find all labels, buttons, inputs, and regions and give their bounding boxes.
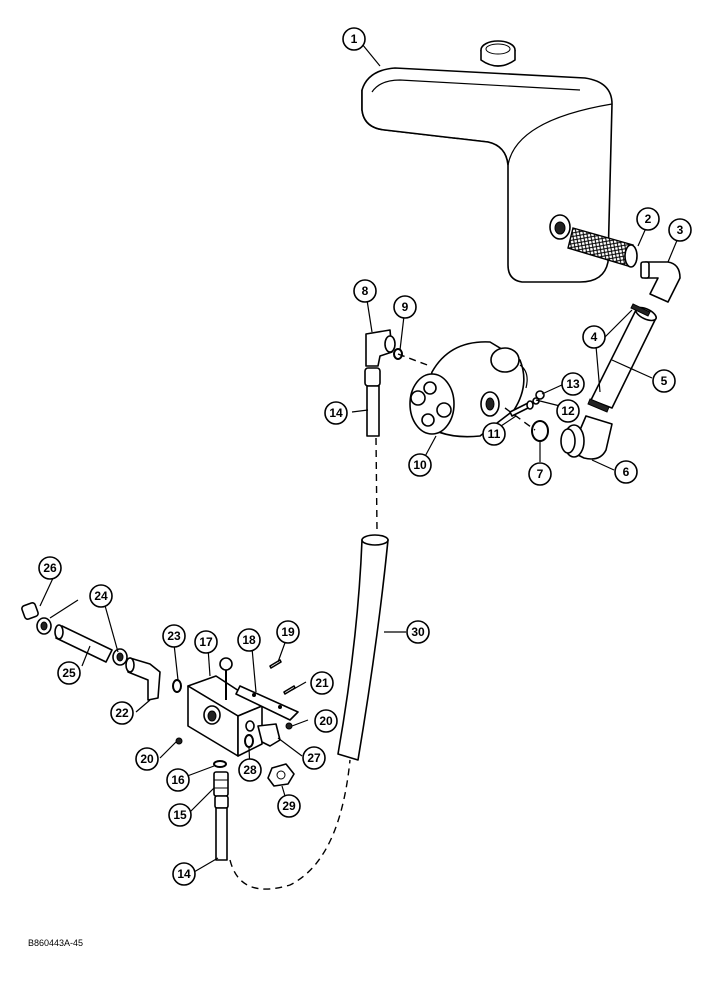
callout-26: 26 (38, 556, 62, 580)
svg-text:18: 18 (242, 633, 256, 647)
callout-27: 27 (302, 746, 326, 770)
hydraulic-pump (409, 341, 528, 438)
svg-text:19: 19 (281, 625, 295, 639)
control-valve-block (187, 657, 263, 757)
callout-14-lower: 14 (172, 862, 196, 886)
svg-text:29: 29 (282, 799, 296, 813)
svg-text:23: 23 (167, 629, 181, 643)
callout-2: 2 (636, 207, 660, 231)
callout-13: 13 (561, 372, 585, 396)
callout-3: 3 (668, 218, 692, 242)
svg-text:9: 9 (402, 300, 409, 314)
drawing-id: B860443A-45 (28, 938, 84, 948)
svg-text:15: 15 (173, 808, 187, 822)
suction-hose (587, 303, 657, 413)
hydraulic-tank (361, 40, 613, 283)
svg-text:21: 21 (315, 676, 329, 690)
callout-11: 11 (482, 422, 506, 446)
svg-text:20: 20 (319, 714, 333, 728)
pump-outlet-elbow (365, 329, 403, 367)
callout-5: 5 (652, 369, 676, 393)
callout-1: 1 (342, 27, 366, 51)
svg-text:7: 7 (537, 467, 544, 481)
callout-10: 10 (408, 453, 432, 477)
return-hose (337, 534, 389, 761)
callout-7: 7 (528, 462, 552, 486)
svg-text:20: 20 (140, 752, 154, 766)
svg-text:12: 12 (561, 404, 575, 418)
svg-text:17: 17 (199, 635, 213, 649)
suction-strainer (567, 227, 638, 268)
callout-12: 12 (556, 399, 580, 423)
fittings-left (21, 602, 295, 861)
callout-14-upper: 14 (324, 401, 348, 425)
svg-text:10: 10 (413, 458, 427, 472)
svg-text:2: 2 (645, 212, 652, 226)
pump-mounting-hardware (509, 390, 545, 417)
svg-text:1: 1 (351, 32, 358, 46)
callout-21: 21 (310, 671, 334, 695)
callout-6: 6 (614, 460, 638, 484)
callout-8: 8 (353, 279, 377, 303)
svg-text:24: 24 (94, 589, 108, 603)
svg-text:11: 11 (488, 427, 501, 441)
callout-29: 29 (277, 794, 301, 818)
o-ring (393, 348, 403, 360)
callout-9: 9 (393, 295, 417, 319)
callout-20-left: 20 (135, 747, 159, 771)
svg-text:30: 30 (411, 625, 425, 639)
callout-23: 23 (162, 624, 186, 648)
svg-text:14: 14 (177, 867, 191, 881)
svg-text:27: 27 (307, 751, 321, 765)
callout-19: 19 (276, 620, 300, 644)
callout-28: 28 (238, 758, 262, 782)
svg-text:6: 6 (623, 465, 630, 479)
svg-text:16: 16 (171, 773, 185, 787)
callout-20-right: 20 (314, 709, 338, 733)
callout-4: 4 (582, 325, 606, 349)
callout-25: 25 (57, 661, 81, 685)
svg-text:4: 4 (591, 330, 598, 344)
svg-text:26: 26 (43, 561, 57, 575)
callout-17: 17 (194, 630, 218, 654)
svg-text:13: 13 (566, 377, 580, 391)
svg-text:22: 22 (115, 706, 129, 720)
svg-text:14: 14 (329, 406, 343, 420)
svg-text:5: 5 (661, 374, 668, 388)
svg-text:25: 25 (62, 666, 76, 680)
callout-18: 18 (237, 628, 261, 652)
svg-text:8: 8 (362, 284, 369, 298)
o-ring (531, 420, 549, 442)
callout-24: 24 (89, 584, 113, 608)
svg-text:28: 28 (243, 763, 257, 777)
pump-inlet-elbow (560, 415, 613, 460)
tank-elbow-fitting (640, 261, 681, 303)
pressure-tube-upper (364, 367, 381, 437)
callout-22: 22 (110, 701, 134, 725)
callout-15: 15 (168, 803, 192, 827)
callout-16: 16 (166, 768, 190, 792)
svg-text:3: 3 (677, 223, 684, 237)
callout-30: 30 (406, 620, 430, 644)
